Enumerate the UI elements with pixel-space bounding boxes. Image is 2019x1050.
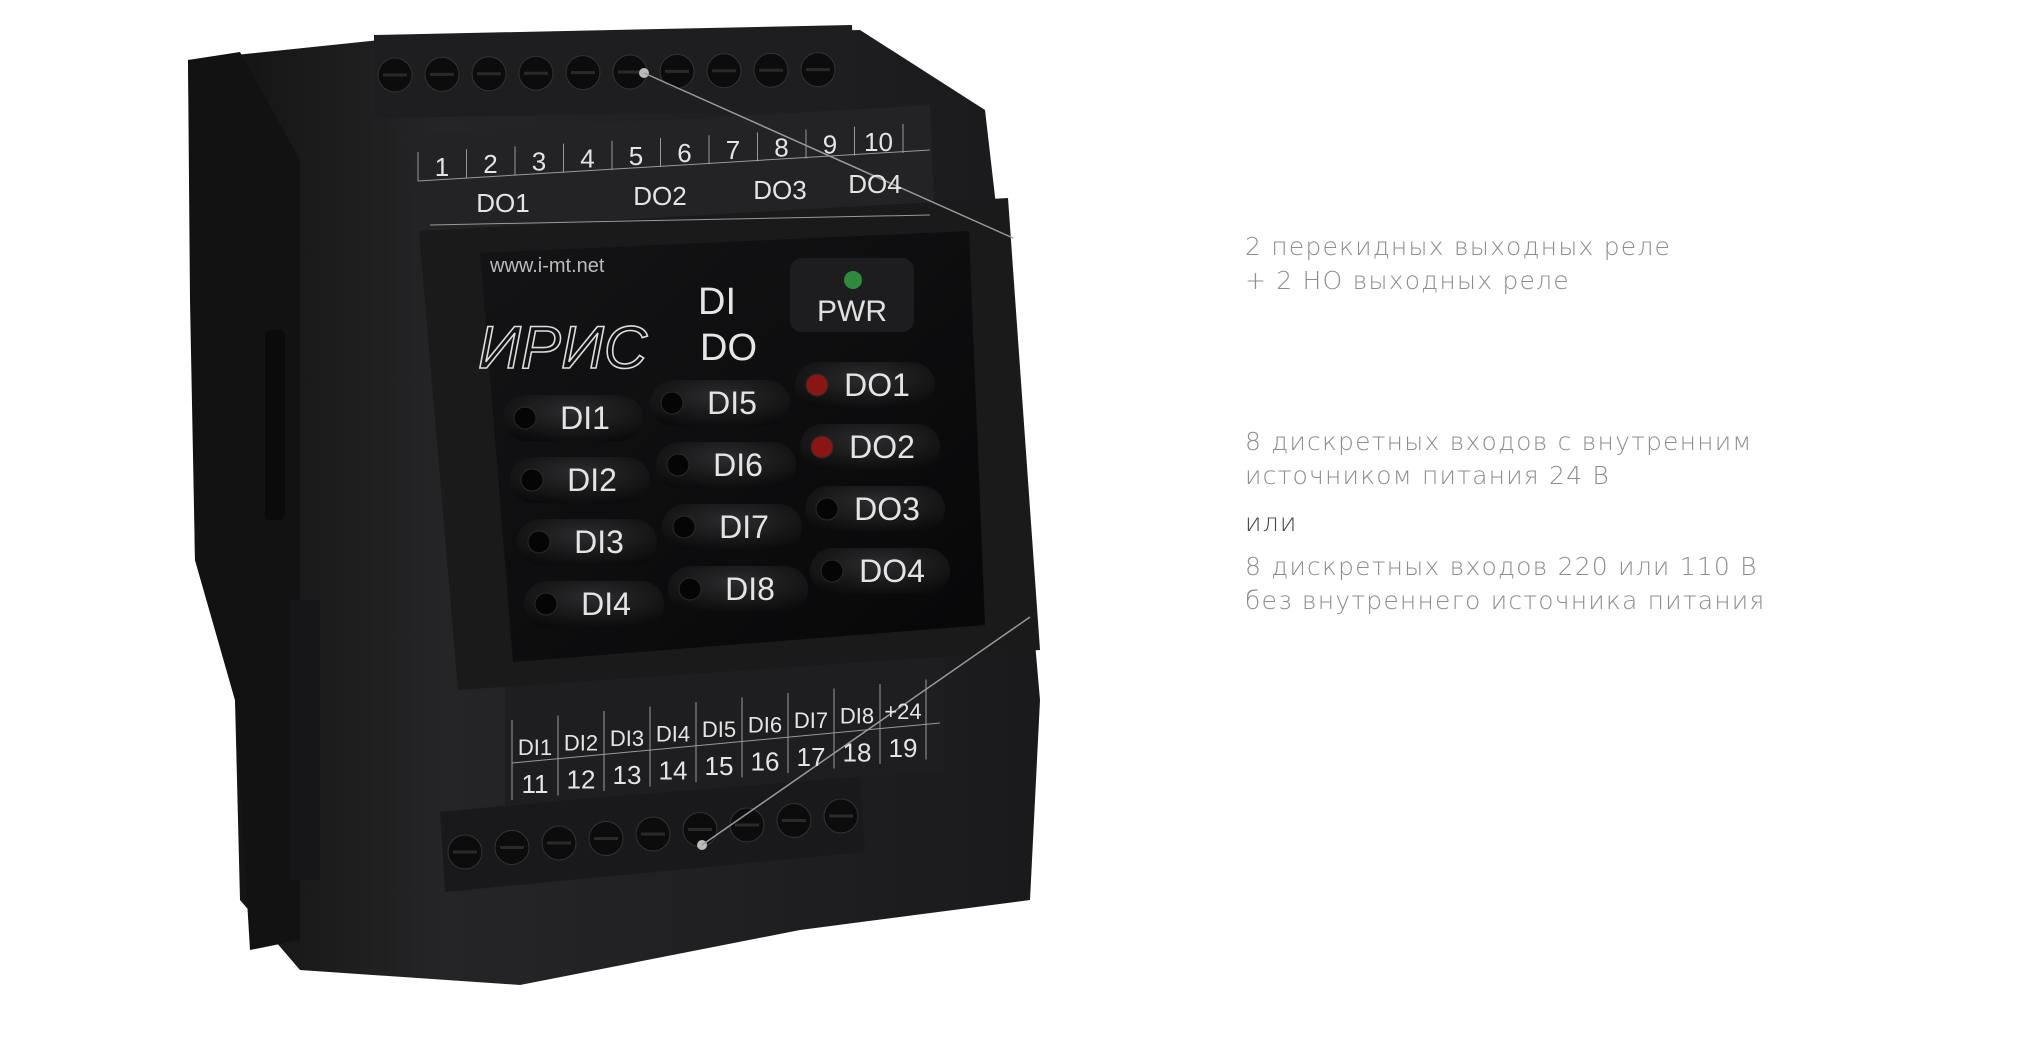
logo-iris: ИРИС <box>478 314 648 381</box>
led-label: DO1 <box>844 367 910 403</box>
terminal-number-label: 8 <box>774 132 788 162</box>
terminal-number-label: 14 <box>659 756 688 786</box>
terminal-number-label: 19 <box>889 733 918 763</box>
led-indicator-do3: DO3 <box>805 486 945 532</box>
input-terminal-label: DI1 <box>518 735 552 760</box>
desc-line: 8 дискретных входов 220 или 110 В <box>1245 552 1758 581</box>
led-indicator-di6: DI6 <box>656 442 796 488</box>
inputs-external-description: 8 дискретных входов 220 или 110 В без вн… <box>1245 550 1765 618</box>
terminal-number-label: 10 <box>864 127 893 157</box>
led-label: DI3 <box>574 524 624 560</box>
desc-line: без внутреннего источника питания <box>1245 586 1766 615</box>
pwr-indicator: PWR <box>790 258 914 332</box>
model-di: DI <box>698 281 736 323</box>
led-label: DI6 <box>713 447 763 483</box>
terminal-number-label: 5 <box>629 141 643 171</box>
leader-lines <box>639 68 1031 850</box>
led-icon <box>660 391 684 415</box>
led-icon <box>666 453 690 477</box>
led-icon <box>520 468 544 492</box>
led-icon <box>805 373 829 397</box>
desc-line: источником питания 24 В <box>1245 461 1610 490</box>
terminal-number-label: 2 <box>483 149 497 179</box>
led-label: DO3 <box>854 491 920 527</box>
led-label: DI2 <box>567 462 617 498</box>
terminal-number-label: 4 <box>580 144 594 174</box>
input-terminal-label: DI2 <box>564 731 598 756</box>
output-group-label: DO1 <box>476 188 529 218</box>
output-group-label: DO2 <box>633 181 686 211</box>
led-icon <box>810 435 834 459</box>
desc-line: 2 перекидных выходных реле <box>1245 232 1672 261</box>
logo-area: www.i-mt.net ИРИС DI DO <box>477 255 757 382</box>
top-label-plate <box>405 105 935 228</box>
input-terminal-label: DI8 <box>840 704 874 729</box>
model-do: DO <box>700 327 757 369</box>
led-label: DI7 <box>719 509 769 545</box>
led-label: DO2 <box>849 429 915 465</box>
led-indicator-do1: DO1 <box>795 362 935 408</box>
led-icon <box>513 406 537 430</box>
led-label: DI5 <box>707 385 757 421</box>
led-icon <box>534 592 558 616</box>
terminal-number-label: 13 <box>613 760 642 790</box>
led-icon <box>672 515 696 539</box>
led-icon <box>678 577 702 601</box>
led-label: DI8 <box>725 571 775 607</box>
terminal-number-label: 7 <box>726 135 740 165</box>
input-terminal-label: +24 <box>884 699 921 724</box>
terminal-number-label: 16 <box>751 747 780 777</box>
input-terminal-label: DI7 <box>794 708 828 733</box>
led-indicator-di2: DI2 <box>510 457 650 503</box>
input-terminal-label: DI5 <box>702 717 736 742</box>
terminal-number-label: 12 <box>567 765 596 795</box>
input-terminal-label: DI4 <box>656 722 690 747</box>
or-separator: или <box>1245 508 1298 537</box>
led-indicator-di7: DI7 <box>662 504 802 550</box>
terminal-number-label: 9 <box>823 130 837 160</box>
led-label: DI1 <box>560 400 610 436</box>
terminal-number-label: 18 <box>843 738 872 768</box>
outputs-description: 2 перекидных выходных реле + 2 НО выходн… <box>1245 230 1671 298</box>
pwr-led-icon <box>844 271 862 289</box>
pwr-label: PWR <box>817 295 887 328</box>
led-label: DI4 <box>581 586 631 622</box>
bottom-terminal-block <box>440 772 865 892</box>
led-icon <box>527 530 551 554</box>
top-terminal-block <box>374 25 855 118</box>
output-group-label: DO3 <box>753 175 806 205</box>
led-icon <box>815 497 839 521</box>
led-indicator-di5: DI5 <box>650 380 790 426</box>
website-url: www.i-mt.net <box>489 255 605 277</box>
led-indicator-do2: DO2 <box>800 424 940 470</box>
terminal-number-label: 15 <box>705 751 734 781</box>
terminal-number-label: 3 <box>532 146 546 176</box>
input-terminal-label: DI3 <box>610 726 644 751</box>
input-terminal-label: DI6 <box>748 713 782 738</box>
led-indicator-di8: DI8 <box>668 566 808 612</box>
led-icon <box>820 559 844 583</box>
output-group-label: DO4 <box>848 169 901 199</box>
desc-line: 8 дискретных входов с внутренним <box>1245 427 1753 456</box>
led-indicator-di3: DI3 <box>517 519 657 565</box>
terminal-number-label: 1 <box>435 152 449 182</box>
terminal-number-label: 11 <box>522 769 549 799</box>
led-label: DO4 <box>859 553 925 589</box>
terminal-number-label: 6 <box>677 138 691 168</box>
led-indicator-do4: DO4 <box>810 548 950 594</box>
led-indicator-di1: DI1 <box>503 395 643 441</box>
inputs-internal-description: 8 дискретных входов с внутренним источни… <box>1245 425 1752 493</box>
terminal-number-label: 17 <box>797 742 826 772</box>
desc-line: + 2 НО выходных реле <box>1245 266 1570 295</box>
led-indicator-di4: DI4 <box>524 581 664 627</box>
